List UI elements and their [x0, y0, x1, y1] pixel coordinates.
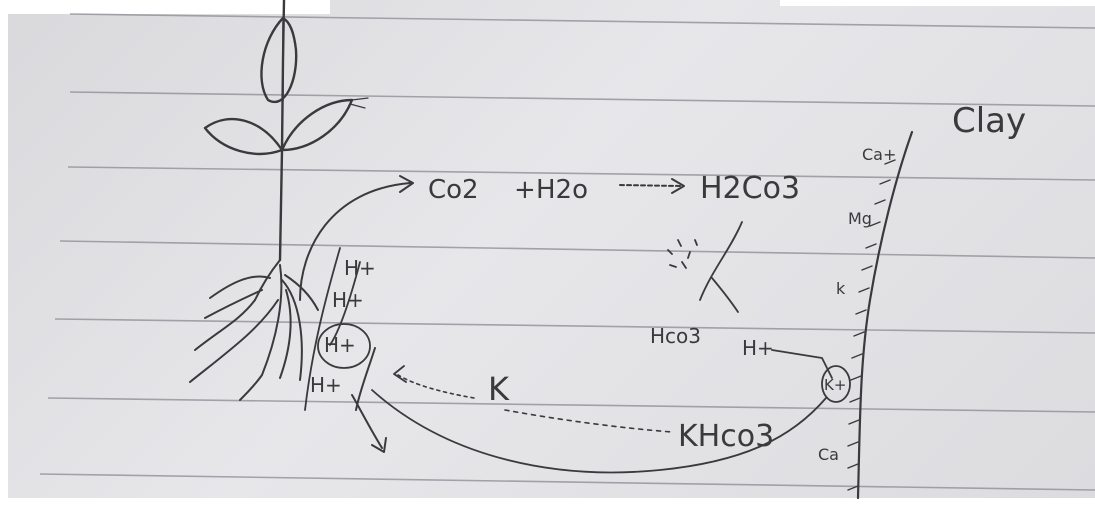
bicarbonate-label: Hco3 [650, 324, 701, 348]
equation-arrow-head [671, 178, 685, 194]
left-leaf [203, 117, 284, 156]
proton-label-3: H+ [324, 333, 356, 357]
potassium-dashed-link [504, 409, 673, 433]
top-margin-right [780, 0, 1095, 6]
proton-to-clay-line [771, 349, 833, 379]
clay-ion-k-plus: K+ [824, 376, 846, 394]
plant-drawing [203, 0, 369, 262]
top-margin-left [0, 0, 330, 14]
reactant-h2o: H2o [536, 175, 588, 205]
carbonic-acid-equation: Co2 + H2o H2Co3 [428, 171, 800, 206]
dissociation-marks [667, 221, 743, 313]
clay-ion-ca-top: Ca+ [862, 145, 896, 164]
exchange-circle-root [317, 323, 371, 369]
root-hair-lines [304, 247, 361, 411]
right-leaf [280, 98, 354, 152]
clay-ion-k: k [836, 279, 846, 298]
proton-label-4: H+ [310, 373, 342, 397]
potassium-uptake-arrow [397, 374, 475, 399]
clay-ion-mg: Mg [848, 209, 872, 228]
top-leaf [260, 16, 298, 104]
root-down-arrow [351, 347, 387, 453]
clay-particle-surface [847, 130, 914, 500]
khco3-label: KHco3 [678, 419, 774, 454]
co2-release-arrow [299, 175, 414, 301]
ruled-lines [39, 13, 1095, 491]
left-margin [0, 0, 8, 506]
proton-label-2: H+ [332, 288, 364, 312]
plant-roots [189, 259, 319, 401]
proton-label-1: H+ [344, 256, 376, 280]
reactant-co2: Co2 [428, 175, 479, 205]
dissociated-proton-label: H+ [742, 336, 774, 360]
potassium-label: K [488, 370, 510, 408]
exchange-circle-clay [821, 365, 851, 403]
bottom-margin [0, 498, 1095, 506]
equation-arrow-shaft [619, 184, 681, 187]
clay-label: Clay [952, 101, 1026, 141]
potassium-uptake-arrowhead [393, 365, 407, 383]
plus-sign: + [514, 175, 536, 205]
exchange-return-curve [371, 389, 827, 474]
clay-ion-ca-bottom: Ca [818, 445, 839, 464]
product-h2co3: H2Co3 [700, 171, 800, 206]
